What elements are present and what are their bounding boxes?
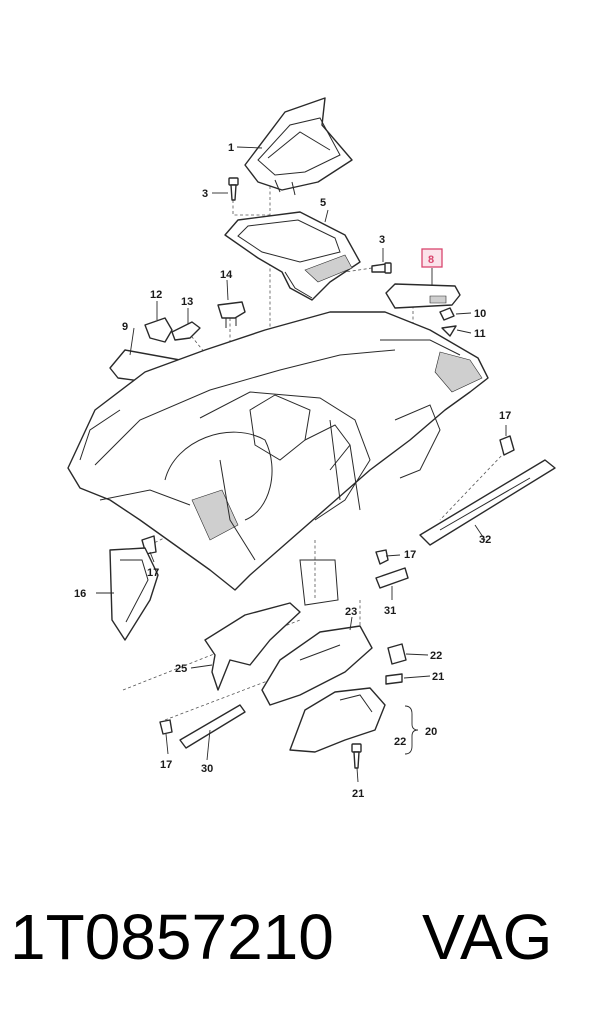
callout-30: 30 xyxy=(201,763,213,775)
part-small-trim-strip[interactable] xyxy=(375,567,409,589)
part-upper-column-cover[interactable] xyxy=(261,625,373,706)
part-caption: 1T0857210 VAG xyxy=(10,892,590,982)
callout-3: 3 xyxy=(202,188,208,200)
clip-icon[interactable] xyxy=(439,307,455,321)
part-bracket[interactable] xyxy=(171,321,201,341)
part-column-trim[interactable] xyxy=(204,602,301,691)
callout-31: 31 xyxy=(384,605,396,617)
callout-17: 17 xyxy=(147,567,159,579)
callout-14: 14 xyxy=(220,269,233,281)
callout-16: 16 xyxy=(74,588,86,600)
group-brace xyxy=(404,705,419,755)
callout-20: 20 xyxy=(425,726,437,738)
part-vent-trim-frame[interactable] xyxy=(224,211,361,301)
part-lower-column-cover[interactable] xyxy=(289,687,386,753)
callout-21: 21 xyxy=(432,671,444,683)
part-left-side-cover[interactable] xyxy=(109,547,159,641)
callout-22: 22 xyxy=(394,736,406,748)
screw-icon[interactable] xyxy=(351,743,362,769)
part-number: 1T0857210 xyxy=(10,901,334,973)
part-dashboard-body xyxy=(67,311,489,606)
brand-name: VAG xyxy=(422,901,553,973)
callout-13: 13 xyxy=(181,296,193,308)
callout-labels: 1 3 5 3 8 14 12 13 10 9 11 17 32 17 17 1… xyxy=(74,142,511,800)
callout-17: 17 xyxy=(404,549,416,561)
callout-11: 11 xyxy=(474,328,486,340)
part-bracket[interactable] xyxy=(144,317,173,343)
callout-17: 17 xyxy=(499,410,511,422)
clip-icon[interactable] xyxy=(375,549,389,565)
callout-8: 8 xyxy=(428,254,434,266)
callout-32: 32 xyxy=(479,534,491,546)
callout-leaders xyxy=(96,146,507,783)
callout-12: 12 xyxy=(150,289,162,301)
screw-icon[interactable] xyxy=(385,673,403,685)
callout-5: 5 xyxy=(320,197,326,209)
part-right-trim-strip[interactable] xyxy=(419,459,556,546)
part-lower-trim-strip[interactable] xyxy=(179,704,246,749)
callout-25: 25 xyxy=(175,663,187,675)
clip-icon[interactable] xyxy=(441,325,457,337)
callout-10: 10 xyxy=(474,308,486,320)
callout-17: 17 xyxy=(160,759,172,771)
part-center-vent-housing[interactable] xyxy=(244,97,353,196)
part-storage-cover-highlighted[interactable] xyxy=(385,283,461,309)
clip-icon[interactable] xyxy=(159,719,173,735)
callout-3: 3 xyxy=(379,234,385,246)
highlight-box xyxy=(421,248,443,268)
screw-icon[interactable] xyxy=(228,177,239,201)
callout-1: 1 xyxy=(228,142,234,154)
part-bracket[interactable] xyxy=(217,301,246,328)
callout-22: 22 xyxy=(430,650,442,662)
callout-21: 21 xyxy=(352,788,364,800)
part-bracket[interactable] xyxy=(387,643,407,665)
clip-icon[interactable] xyxy=(499,435,515,456)
screw-icon[interactable] xyxy=(371,262,392,274)
callout-9: 9 xyxy=(122,321,128,333)
callout-23: 23 xyxy=(345,606,357,618)
